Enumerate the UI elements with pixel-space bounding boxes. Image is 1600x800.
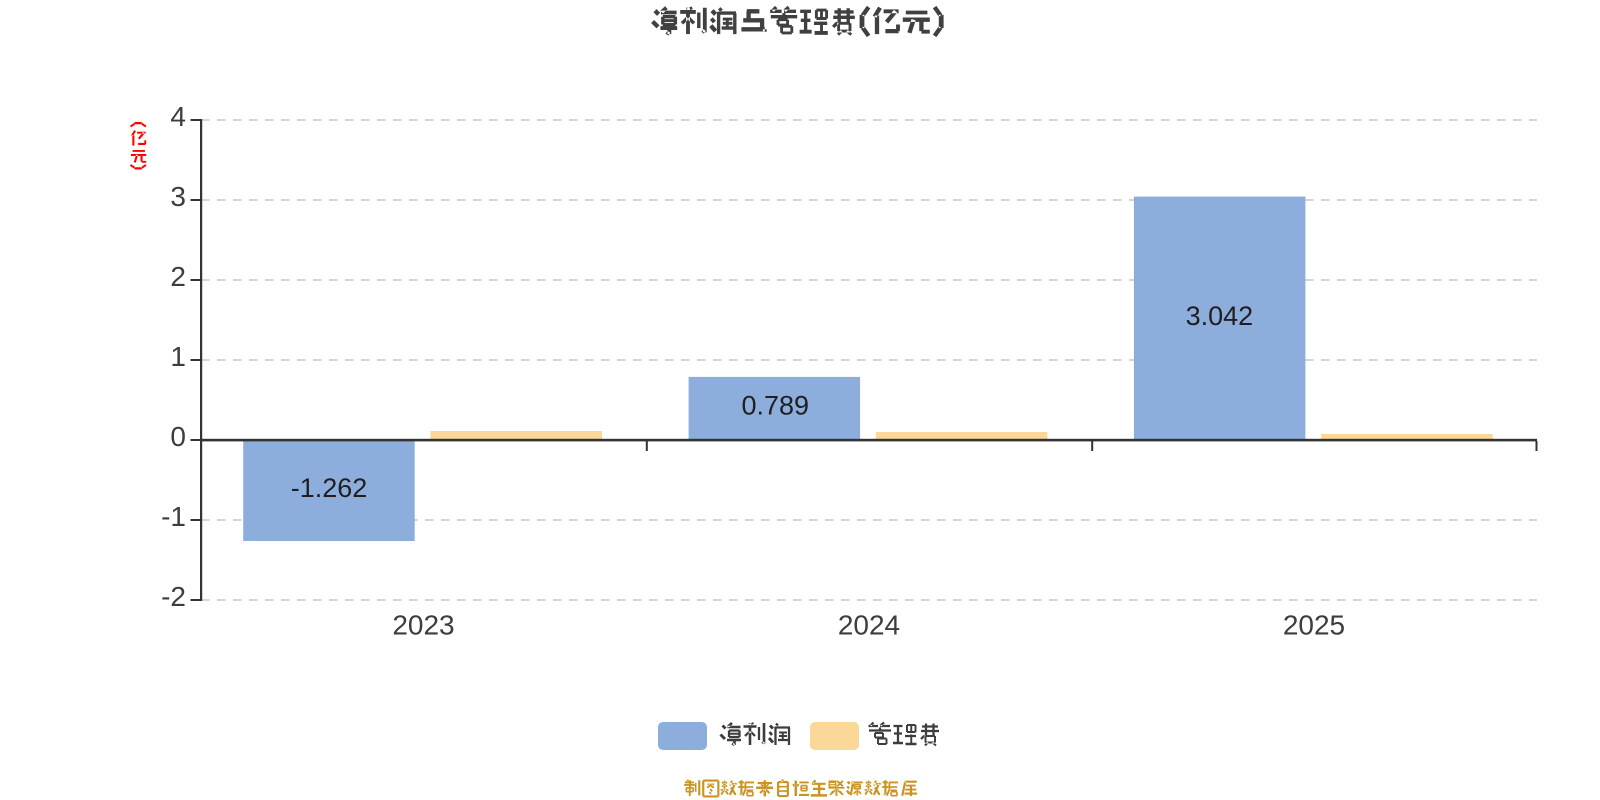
svg-text:2: 2 [170, 261, 186, 292]
svg-text:-2: -2 [161, 581, 186, 612]
svg-text:-1.262: -1.262 [291, 473, 368, 503]
svg-text:0: 0 [170, 421, 186, 452]
svg-text:4: 4 [170, 101, 186, 132]
svg-text:1: 1 [170, 341, 186, 372]
svg-text:2024: 2024 [838, 610, 900, 641]
svg-text:2023: 2023 [392, 610, 454, 641]
svg-text:3.042: 3.042 [1186, 301, 1254, 331]
svg-text:-1: -1 [161, 501, 186, 532]
svg-text:3: 3 [170, 181, 186, 212]
svg-text:0.789: 0.789 [742, 391, 810, 421]
svg-text:2025: 2025 [1283, 610, 1345, 641]
